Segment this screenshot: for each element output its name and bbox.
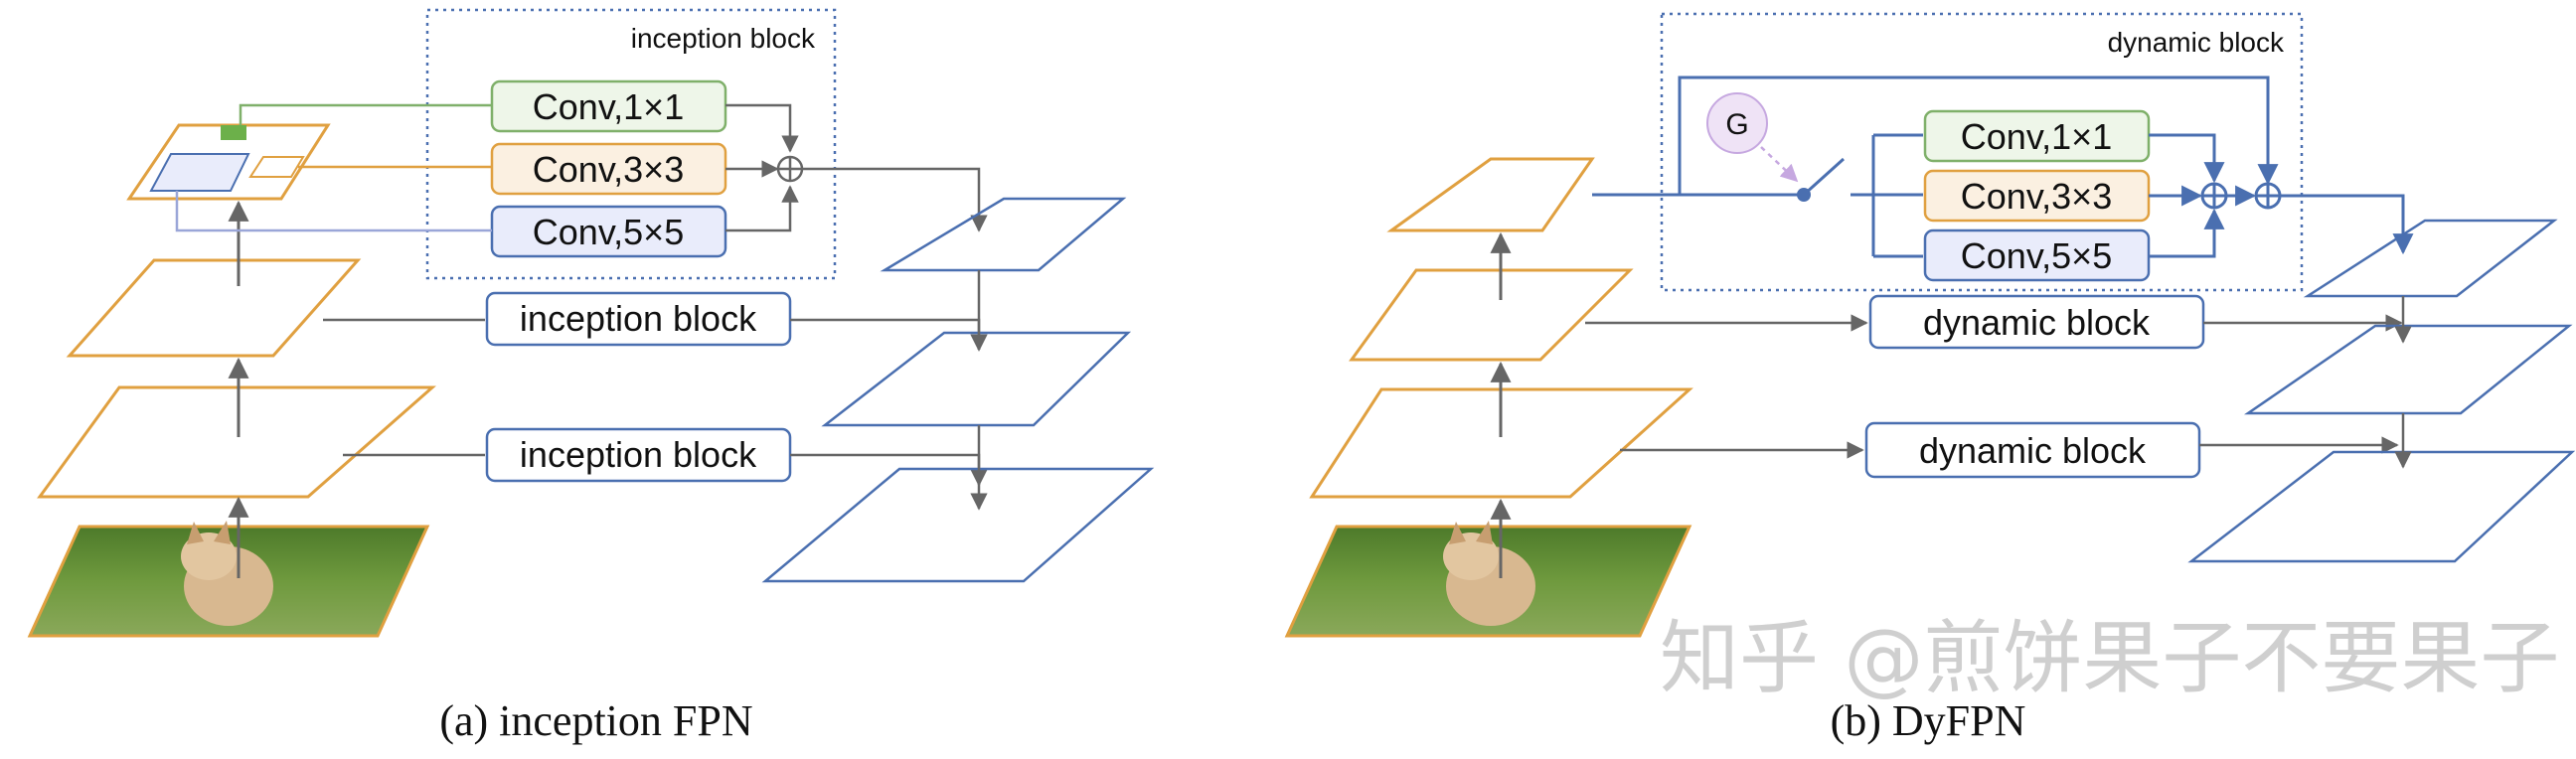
kernel-3-region	[248, 156, 305, 178]
kitten-photo-b	[1284, 521, 1692, 638]
output-level-1-b	[2187, 450, 2576, 563]
svg-text:dynamic block: dynamic block	[1919, 430, 2147, 471]
kernel-1-region	[221, 125, 246, 140]
svg-text:Conv,5×5: Conv,5×5	[533, 212, 684, 252]
kitten-photo-a	[27, 521, 430, 638]
backbone-level-1-b	[1309, 387, 1693, 499]
output-level-3-b	[2303, 219, 2558, 298]
panel-b: dynamic block G	[1284, 12, 2576, 745]
panel-a: inception block Conv,1×1 Conv,3×3 Conv,5…	[27, 8, 1155, 745]
svg-text:Conv,3×3: Conv,3×3	[533, 149, 684, 190]
svg-text:dynamic block: dynamic block	[1923, 302, 2151, 343]
svg-text:inception block: inception block	[520, 298, 757, 339]
caption-b: (b) DyFPN	[1831, 696, 2026, 745]
output-level-2-b	[2243, 324, 2573, 415]
caption-a: (a) inception FPN	[439, 696, 752, 745]
switch-icon	[1797, 157, 1846, 202]
adder-icon-b2	[2254, 182, 2282, 210]
svg-text:Conv,1×1: Conv,1×1	[1961, 116, 2112, 157]
watermark: 知乎 @煎饼果子不要果子	[1660, 612, 2559, 704]
dynamic-block-bottom	[1864, 421, 2201, 479]
backbone-level-1-a	[37, 385, 436, 499]
svg-text:Conv,3×3: Conv,3×3	[1961, 176, 2112, 217]
svg-text:Conv,1×1: Conv,1×1	[533, 86, 684, 127]
output-level-1-a	[761, 467, 1155, 583]
dynamic-region	[1660, 12, 2304, 292]
backbone-level-2-b	[1349, 268, 1634, 362]
inception-region-label: inception block	[631, 23, 816, 54]
backbone-level-2-a	[66, 258, 362, 358]
adder-icon-a	[776, 155, 804, 183]
adder-icon-b1	[2200, 182, 2228, 210]
kernel-5-region	[149, 153, 250, 192]
inception-region	[425, 8, 837, 280]
output-level-3-a	[880, 197, 1127, 272]
backbone-level-3-a	[126, 123, 331, 201]
svg-text:Conv,5×5: Conv,5×5	[1961, 235, 2112, 276]
gate-node: G	[1706, 92, 1768, 154]
svg-text:inception block: inception block	[520, 434, 757, 475]
svg-text:G: G	[1725, 108, 1748, 141]
output-level-2-a	[821, 331, 1132, 427]
backbone-level-3-b	[1386, 157, 1595, 232]
dynamic-region-label: dynamic block	[2108, 27, 2285, 58]
